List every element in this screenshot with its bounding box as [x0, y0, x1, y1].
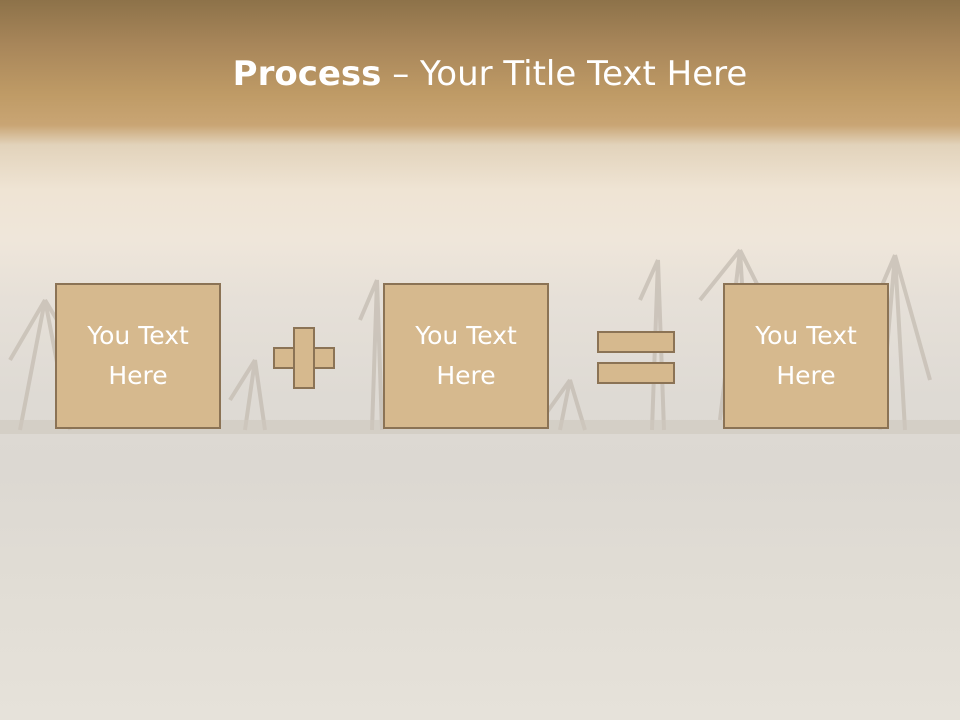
process-box-2: You Text Here [383, 283, 549, 429]
title-bold: Process [232, 54, 382, 94]
title-rest: Your Title Text Here [420, 54, 748, 94]
equals-icon [597, 331, 675, 385]
process-box-1-text: You Text Here [87, 321, 189, 390]
process-box-2-text: You Text Here [415, 321, 517, 390]
process-box-3: You Text Here [723, 283, 889, 429]
process-box-1: You Text Here [55, 283, 221, 429]
title-dash: – [381, 54, 421, 94]
plus-icon [273, 327, 335, 389]
process-box-3-text: You Text Here [755, 321, 857, 390]
slide-title: Process – Your Title Text Here [0, 52, 960, 96]
